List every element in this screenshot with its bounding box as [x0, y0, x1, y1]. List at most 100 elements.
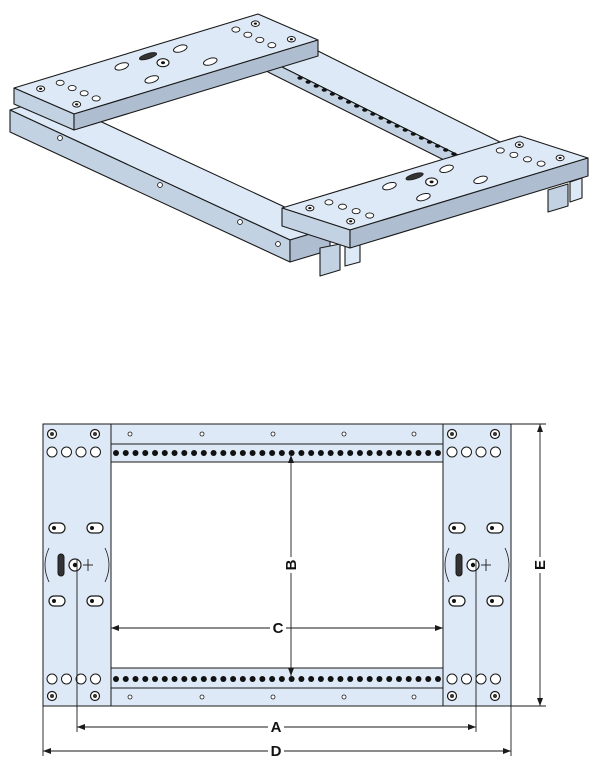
rail-hole [152, 676, 159, 682]
rail-hole [415, 450, 422, 456]
mounting-slot [448, 595, 466, 607]
slot-dot [52, 599, 56, 603]
rail-screw [270, 431, 276, 437]
iso-plate-hole [231, 26, 241, 33]
iso-bolt-core [75, 103, 79, 106]
dimension-a-label: A [271, 719, 282, 736]
rail-hole [278, 450, 285, 456]
rail-hole [415, 676, 422, 682]
iso-slot [382, 181, 397, 191]
iso-plate-hole [365, 212, 375, 219]
iso-rail-hole [313, 84, 319, 88]
rail-hole [356, 450, 363, 456]
iso-rail-hole [402, 128, 408, 132]
mounting-slot [48, 522, 66, 534]
back-rail-top [267, 47, 521, 165]
rail-hole [395, 450, 402, 456]
rail-hole [337, 676, 344, 682]
iso-slot [144, 75, 159, 84]
plate-hole [75, 446, 87, 458]
rail-hole [435, 450, 441, 456]
iso-plate-hole [91, 95, 101, 102]
plate-hole [46, 446, 58, 458]
rail-hole-rows [113, 431, 441, 700]
slot-dot [90, 599, 94, 603]
corner-bolt-core [93, 432, 97, 436]
foot-back-2 [569, 177, 583, 203]
rail-hole [181, 676, 188, 682]
slot-dot [490, 599, 494, 603]
iso-bolt-core [308, 206, 312, 210]
slot-dot [52, 526, 56, 530]
rail-hole [210, 676, 217, 682]
iso-slot [439, 164, 454, 174]
iso-plate-hole [55, 79, 65, 86]
iso-side-hole [237, 219, 243, 225]
mounting-slot [86, 522, 104, 534]
rail-hole [386, 450, 393, 456]
foot-front [319, 243, 341, 277]
corner-bolt-core [493, 432, 497, 436]
corner-bolt-core [93, 694, 97, 698]
rail-hole [317, 676, 324, 682]
rail-hole [435, 676, 441, 682]
rail-hole [230, 450, 237, 456]
rail-hole [122, 450, 129, 456]
rail-hole [200, 676, 207, 682]
bottom-rail [110, 667, 444, 707]
iso-rail-hole [386, 120, 392, 124]
iso-slot [473, 175, 488, 185]
rail-hole [425, 450, 432, 456]
iso-plate-hole [243, 31, 253, 38]
rail-hole [298, 450, 305, 456]
rail-hole [122, 676, 129, 682]
rail-hole [288, 676, 295, 682]
iso-clamp-slot [138, 52, 158, 61]
plate-hole [61, 673, 72, 685]
rail-hole [230, 676, 237, 682]
rail-hole [132, 676, 139, 682]
dimension-d-label: D [271, 743, 282, 760]
iso-side-hole [275, 241, 281, 247]
rail-hole [366, 676, 373, 682]
rail-hole [327, 676, 334, 682]
clamp-nut-core [470, 562, 476, 568]
rail-hole [269, 676, 276, 682]
iso-plate-hole [79, 90, 89, 97]
mounting-slot [448, 522, 466, 534]
left-rail-front [9, 109, 291, 263]
iso-plate-hole [351, 208, 361, 215]
iso-rail-hole [451, 152, 457, 156]
rail-hole [132, 450, 139, 456]
plate-hole [475, 673, 487, 685]
iso-slot [114, 62, 129, 71]
iso-bolt-core [289, 38, 293, 41]
end-plate-details [44, 428, 510, 702]
iso-side-hole [157, 182, 163, 188]
corner-bolt-core [50, 432, 54, 436]
rail-screw [341, 431, 347, 437]
iso-rail-hole [426, 140, 433, 144]
rail-hole [376, 450, 383, 456]
plate-hole [46, 673, 58, 685]
corner-bolt-core [450, 694, 454, 698]
rail-hole [395, 676, 402, 682]
rail-hole [356, 676, 363, 682]
rail-hole [269, 450, 276, 456]
slot-dot [90, 526, 94, 530]
rail-hole [220, 676, 227, 682]
mounting-slot [486, 522, 504, 534]
plate-hole [90, 673, 101, 685]
plate-hole [475, 446, 487, 458]
iso-bolt-core [517, 143, 521, 146]
iso-rail-hole [410, 132, 416, 136]
top-view [42, 423, 548, 759]
rail-screw [411, 431, 417, 437]
rail-hole [259, 450, 266, 456]
arc-bracket [104, 547, 110, 583]
rail-screw [341, 694, 347, 700]
rail-hole [347, 450, 354, 456]
plate-hole [461, 673, 472, 685]
rail-hole [113, 676, 119, 682]
